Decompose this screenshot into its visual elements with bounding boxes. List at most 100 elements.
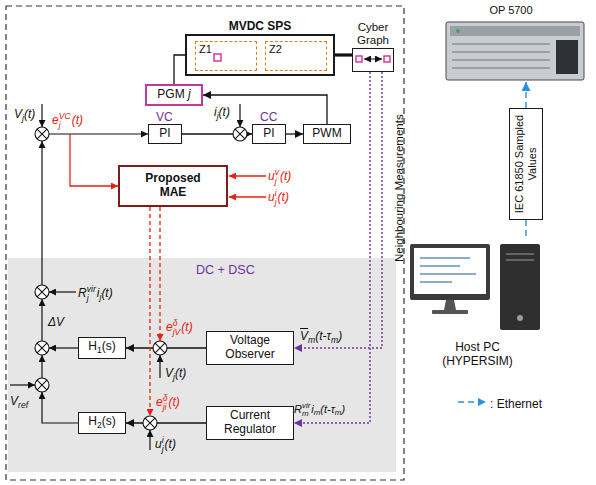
connector (203, 95, 327, 124)
text-run: (t) (175, 366, 186, 380)
text-run: u (268, 190, 275, 204)
text-run: (t) (24, 107, 35, 121)
text-anchor: Z1 (199, 43, 212, 56)
subscript: m (331, 335, 338, 345)
summing-junction (35, 378, 49, 392)
label-anchor: Vref (10, 391, 28, 411)
text-run: u (268, 169, 275, 183)
subscript: m (308, 335, 315, 345)
script-stack: jvir (87, 285, 96, 302)
subscript: j (275, 177, 279, 186)
anomaly-wire (149, 207, 150, 416)
node-text: H1(s) (88, 340, 115, 356)
signal-wire (41, 299, 42, 341)
error-signal: ejVδ(t) (166, 320, 193, 334)
simulator-node: OP 5700 (434, 4, 588, 82)
subscript: m (335, 408, 342, 417)
overlined-symbol: V (300, 329, 308, 343)
summing-junction (35, 127, 49, 141)
subscript: jV (173, 328, 181, 337)
label-anchor: Rjvirij(t) (78, 283, 113, 303)
connector (294, 72, 370, 423)
simulator-rack (450, 26, 580, 36)
simulator-rack (452, 44, 550, 68)
measurement-point (356, 56, 362, 62)
script-stack: jVδ (173, 319, 181, 336)
superscript: v (275, 168, 279, 177)
regulator-box: Current Regulator (206, 406, 294, 440)
text-run: R (294, 403, 302, 415)
summing-junction (37, 380, 47, 390)
label-anchor: CC (260, 107, 277, 125)
script-stack: jVC (59, 112, 71, 129)
band-fill (8, 258, 396, 472)
text-run: u (155, 437, 162, 451)
text-run: V (14, 107, 22, 121)
error-signal: ejiδ(t) (156, 395, 180, 409)
node-text: Cyber Graph (350, 21, 396, 47)
signal-name: Vj(t) (14, 107, 35, 121)
node-text: PI (159, 127, 170, 141)
summing-junction (35, 341, 49, 355)
text-anchor: IEC 61850 Sampled Values (513, 112, 538, 216)
text-run: (t) (165, 437, 176, 451)
signal-name: Rmvirim(t-τm) (294, 403, 345, 415)
subscript: j (217, 111, 219, 121)
node-text: OP 5700 (434, 4, 588, 17)
simulator-rack (556, 40, 578, 74)
node-text: IEC 61850 Sampled Values (513, 112, 538, 216)
label-anchor: ejiδ(t) (156, 392, 180, 411)
host-pc-illustration (444, 300, 456, 310)
superscript: δ (163, 394, 168, 403)
anomaly-wire (70, 134, 266, 416)
transfer-box: H1(s) (78, 337, 126, 359)
host-pc-illustration (420, 258, 476, 282)
controller-box: PI (252, 124, 286, 144)
host-pc-node: Host PC (HYPERSIM) (405, 236, 550, 371)
error-signal: ejVC(t) (52, 113, 83, 127)
node-text: Z1 (199, 43, 212, 56)
host-pc-illustration (432, 310, 468, 314)
label-anchor: ejVδ(t) (166, 317, 193, 336)
text-run: R (78, 286, 87, 300)
node-text: Host PC (HYPERSIM) (430, 341, 526, 369)
subscript: j (22, 113, 24, 123)
text-run: (t-τ (315, 329, 331, 343)
subscript: ref (18, 400, 28, 410)
text-anchor: OP 5700 (434, 4, 588, 17)
legend-entry: : Ethernet (490, 394, 542, 412)
subscript: j (162, 445, 164, 454)
host-pc-illustration (410, 244, 540, 330)
node-text: Current Regulator (207, 409, 293, 437)
subscript: m (302, 410, 310, 418)
summing-junction (37, 343, 47, 353)
input-signal: ujv(t) (268, 169, 291, 183)
node-text: DC + DSC (196, 263, 255, 277)
connector (174, 55, 185, 84)
summing-junction (35, 285, 49, 299)
signal-wire (42, 392, 78, 423)
text-anchor: DC + DSC (196, 263, 255, 277)
connector (335, 53, 352, 56)
superscript: vir (302, 402, 310, 410)
signal-wire (41, 141, 42, 285)
label-anchor: Vj(t) (14, 104, 35, 124)
simulator-rack (456, 29, 460, 33)
node-text: MVDC SPS (229, 20, 292, 34)
cyber-graph-box: Cyber Graph (352, 48, 394, 72)
text-run: (t) (280, 169, 291, 183)
host-pc-illustration (506, 254, 534, 260)
text-run: i (311, 403, 313, 415)
summing-junction (153, 341, 167, 355)
text-run: (t) (72, 113, 83, 127)
label-anchor: ujv(t) (268, 166, 291, 185)
control-band: DC + DSCH1(s)H2(s)Voltage ObserverCurren… (8, 258, 396, 472)
anomaly-wire (70, 134, 118, 186)
signal-wire (149, 430, 150, 450)
signal-name: ij(t) (214, 105, 230, 119)
superscript: i (275, 189, 277, 198)
label-anchor: uji(t) (155, 434, 176, 453)
host-pc-illustration (410, 244, 490, 300)
